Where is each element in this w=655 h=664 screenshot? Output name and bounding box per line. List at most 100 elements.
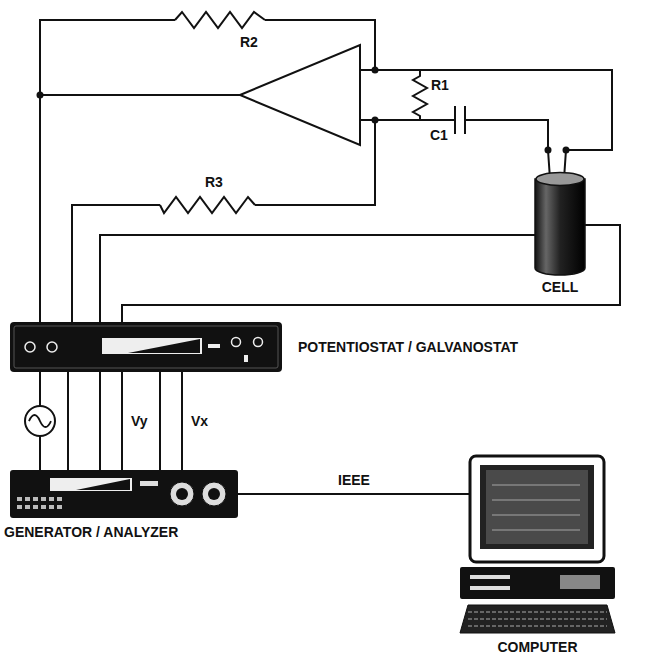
component-label: Vx xyxy=(191,413,208,429)
component-label: Vy xyxy=(131,413,148,429)
node-label: CELL xyxy=(542,279,579,295)
instrument-box: GENERATOR / ANALYZER xyxy=(10,470,238,518)
resistor-symbol xyxy=(413,70,427,120)
junction-dot xyxy=(37,92,44,99)
edge-label: IEEE xyxy=(336,472,372,488)
cell-body xyxy=(535,179,585,275)
panel-display xyxy=(102,338,202,354)
knob-center xyxy=(176,488,188,500)
node-label: GENERATOR / ANALYZER xyxy=(4,524,178,540)
drive-slot xyxy=(470,575,510,579)
panel-key xyxy=(41,505,46,509)
panel-key xyxy=(49,505,54,509)
display-sweep xyxy=(76,479,130,490)
panel-key xyxy=(17,505,22,509)
panel-key xyxy=(33,505,38,509)
node-caption: GENERATOR / ANALYZER xyxy=(4,524,178,540)
panel-switch xyxy=(140,481,158,486)
screen-line xyxy=(492,484,580,486)
sine-wave xyxy=(29,415,51,427)
panel-knob xyxy=(202,482,226,506)
instrument-panel xyxy=(10,322,282,372)
component-label: Vy xyxy=(131,413,148,429)
signal-wire xyxy=(121,372,123,470)
node-label: COMPUTER xyxy=(497,639,577,655)
screen-line xyxy=(492,514,580,516)
screen-line xyxy=(492,529,580,531)
node-caption: POTENTIOSTAT / GALVANOSTAT xyxy=(298,339,518,355)
resistor-symbol xyxy=(160,197,255,213)
node-shape xyxy=(10,470,238,518)
node-caption: COMPUTER xyxy=(497,639,577,655)
monitor-screen xyxy=(480,465,594,549)
panel-edge xyxy=(14,326,278,368)
signal-wire xyxy=(238,493,470,495)
panel-knob xyxy=(170,482,194,506)
panel-key xyxy=(17,497,22,501)
panel-jack xyxy=(25,342,35,352)
amplifier-symbol xyxy=(240,45,360,145)
panel-switch xyxy=(208,344,220,348)
drive-slot xyxy=(470,586,510,590)
node-shape xyxy=(535,172,585,275)
unit-panel xyxy=(560,575,600,589)
signal-wire xyxy=(159,372,161,470)
screen-glow xyxy=(486,470,588,544)
panel-jack xyxy=(47,342,57,352)
junction-dot xyxy=(563,147,570,154)
bus-label: IEEE xyxy=(338,472,370,488)
panel-switch xyxy=(244,355,248,362)
key-row xyxy=(468,619,607,620)
wire xyxy=(72,205,160,322)
component-label: C1 xyxy=(430,127,448,143)
node-shape xyxy=(460,455,615,635)
electrochemical-cell: CELL xyxy=(535,172,585,275)
component-label: R1 xyxy=(431,77,449,93)
signal-wire xyxy=(181,372,183,470)
panel-key xyxy=(57,505,62,509)
panel-jack xyxy=(254,338,263,347)
panel-jack xyxy=(232,338,241,347)
electrode-wire xyxy=(465,120,550,179)
display-sweep xyxy=(128,339,200,353)
signal-wire xyxy=(100,235,535,322)
system-unit xyxy=(460,567,615,599)
computer-figure: COMPUTER xyxy=(460,455,615,635)
ac-source-symbol xyxy=(25,406,55,436)
node-caption: CELL xyxy=(542,279,579,295)
keyboard xyxy=(460,605,615,633)
panel-key xyxy=(25,497,30,501)
panel-key xyxy=(25,505,30,509)
component-label: R1 xyxy=(431,77,449,93)
output-wire xyxy=(40,94,240,96)
node-shape xyxy=(10,322,282,372)
panel-key xyxy=(49,497,54,501)
signal-wire xyxy=(67,372,69,470)
junction-dots xyxy=(37,67,570,154)
junction-dot xyxy=(372,67,379,74)
key-row xyxy=(468,626,607,627)
knob-center xyxy=(208,488,220,500)
panel-key xyxy=(41,497,46,501)
instrument-panel xyxy=(10,470,238,518)
panel-key xyxy=(33,497,38,501)
instrument-box: POTENTIOSTAT / GALVANOSTAT xyxy=(10,322,282,372)
component-label: R2 xyxy=(240,34,258,50)
capacitor-symbol xyxy=(455,106,465,134)
key-row xyxy=(468,612,607,613)
component-label: R3 xyxy=(205,174,223,190)
resistor-symbol xyxy=(175,12,265,28)
cell-top xyxy=(536,173,584,186)
component-label: R3 xyxy=(205,174,223,190)
node-label: POTENTIOSTAT / GALVANOSTAT xyxy=(298,339,518,355)
feedback-wire xyxy=(40,20,175,322)
component-label: C1 xyxy=(430,127,448,143)
ac-source-circle xyxy=(25,406,55,436)
signal-wire xyxy=(99,372,101,470)
component-label: R2 xyxy=(240,34,258,50)
wire xyxy=(420,119,455,121)
junction-dot xyxy=(545,147,552,154)
monitor-case xyxy=(470,456,604,562)
panel-key xyxy=(57,497,62,501)
